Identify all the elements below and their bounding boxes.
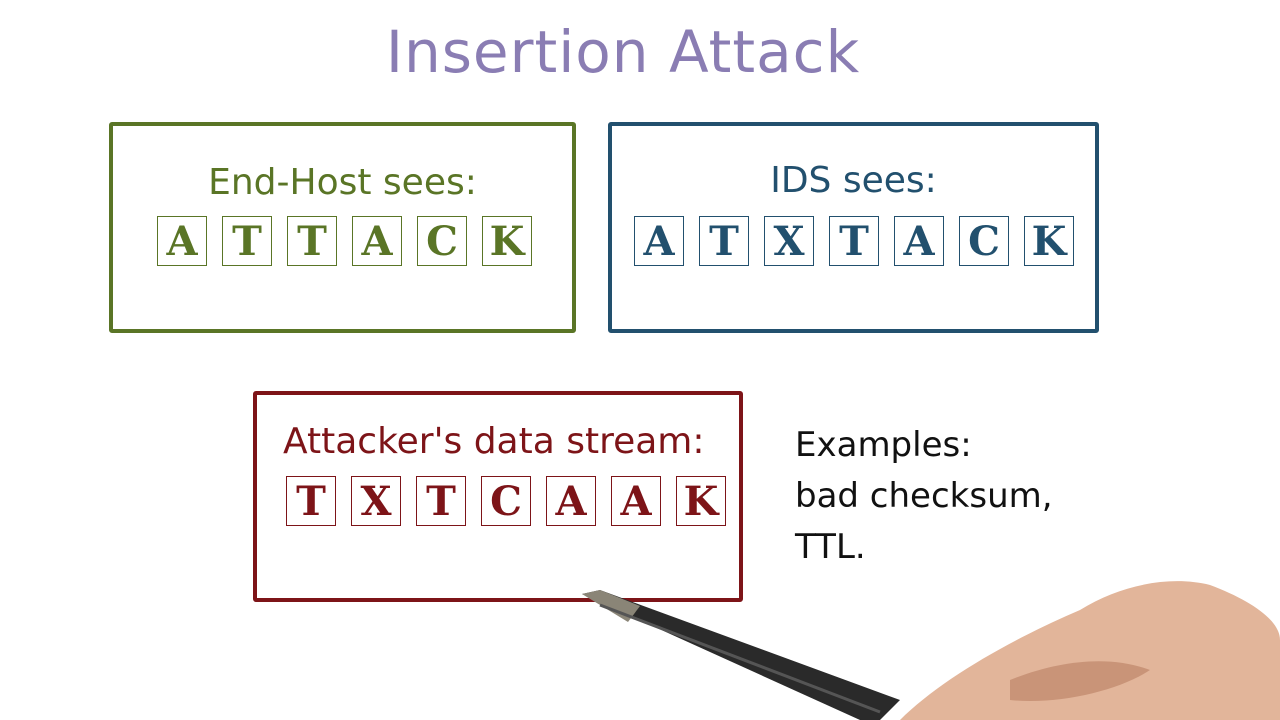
pen-icon <box>582 590 900 720</box>
attacker-box: Attacker's data stream: T X T C A A K <box>253 391 743 602</box>
letter-tile: X <box>764 216 814 266</box>
letter-tile: A <box>157 216 207 266</box>
letter-tile: C <box>959 216 1009 266</box>
letter-tile: T <box>287 216 337 266</box>
letter-tile: A <box>894 216 944 266</box>
letter-tile: A <box>611 476 661 526</box>
letter-tile: K <box>676 476 726 526</box>
letter-tile: T <box>829 216 879 266</box>
example-item: TTL. <box>795 527 866 567</box>
ids-box: IDS sees: A T X T A C K <box>608 122 1099 333</box>
end-host-label: End-Host sees: <box>208 162 477 203</box>
letter-tile: T <box>222 216 272 266</box>
hand-icon <box>900 581 1280 720</box>
example-item: bad checksum, <box>795 476 1053 516</box>
letter-tile: T <box>416 476 466 526</box>
letter-tile: T <box>699 216 749 266</box>
letter-tile: A <box>352 216 402 266</box>
attacker-label: Attacker's data stream: <box>283 421 705 462</box>
letter-tile: K <box>1024 216 1074 266</box>
letter-tile: T <box>286 476 336 526</box>
letter-tile: X <box>351 476 401 526</box>
examples-heading: Examples: <box>795 425 972 465</box>
letter-tile: C <box>417 216 467 266</box>
slide-title: Insertion Attack <box>385 18 861 86</box>
letter-tile: A <box>634 216 684 266</box>
ids-label: IDS sees: <box>770 160 937 201</box>
letter-tile: K <box>482 216 532 266</box>
letter-tile: C <box>481 476 531 526</box>
end-host-box: End-Host sees: A T T A C K <box>109 122 576 333</box>
letter-tile: A <box>546 476 596 526</box>
examples-note: Examples: bad checksum, TTL. <box>795 420 1053 573</box>
